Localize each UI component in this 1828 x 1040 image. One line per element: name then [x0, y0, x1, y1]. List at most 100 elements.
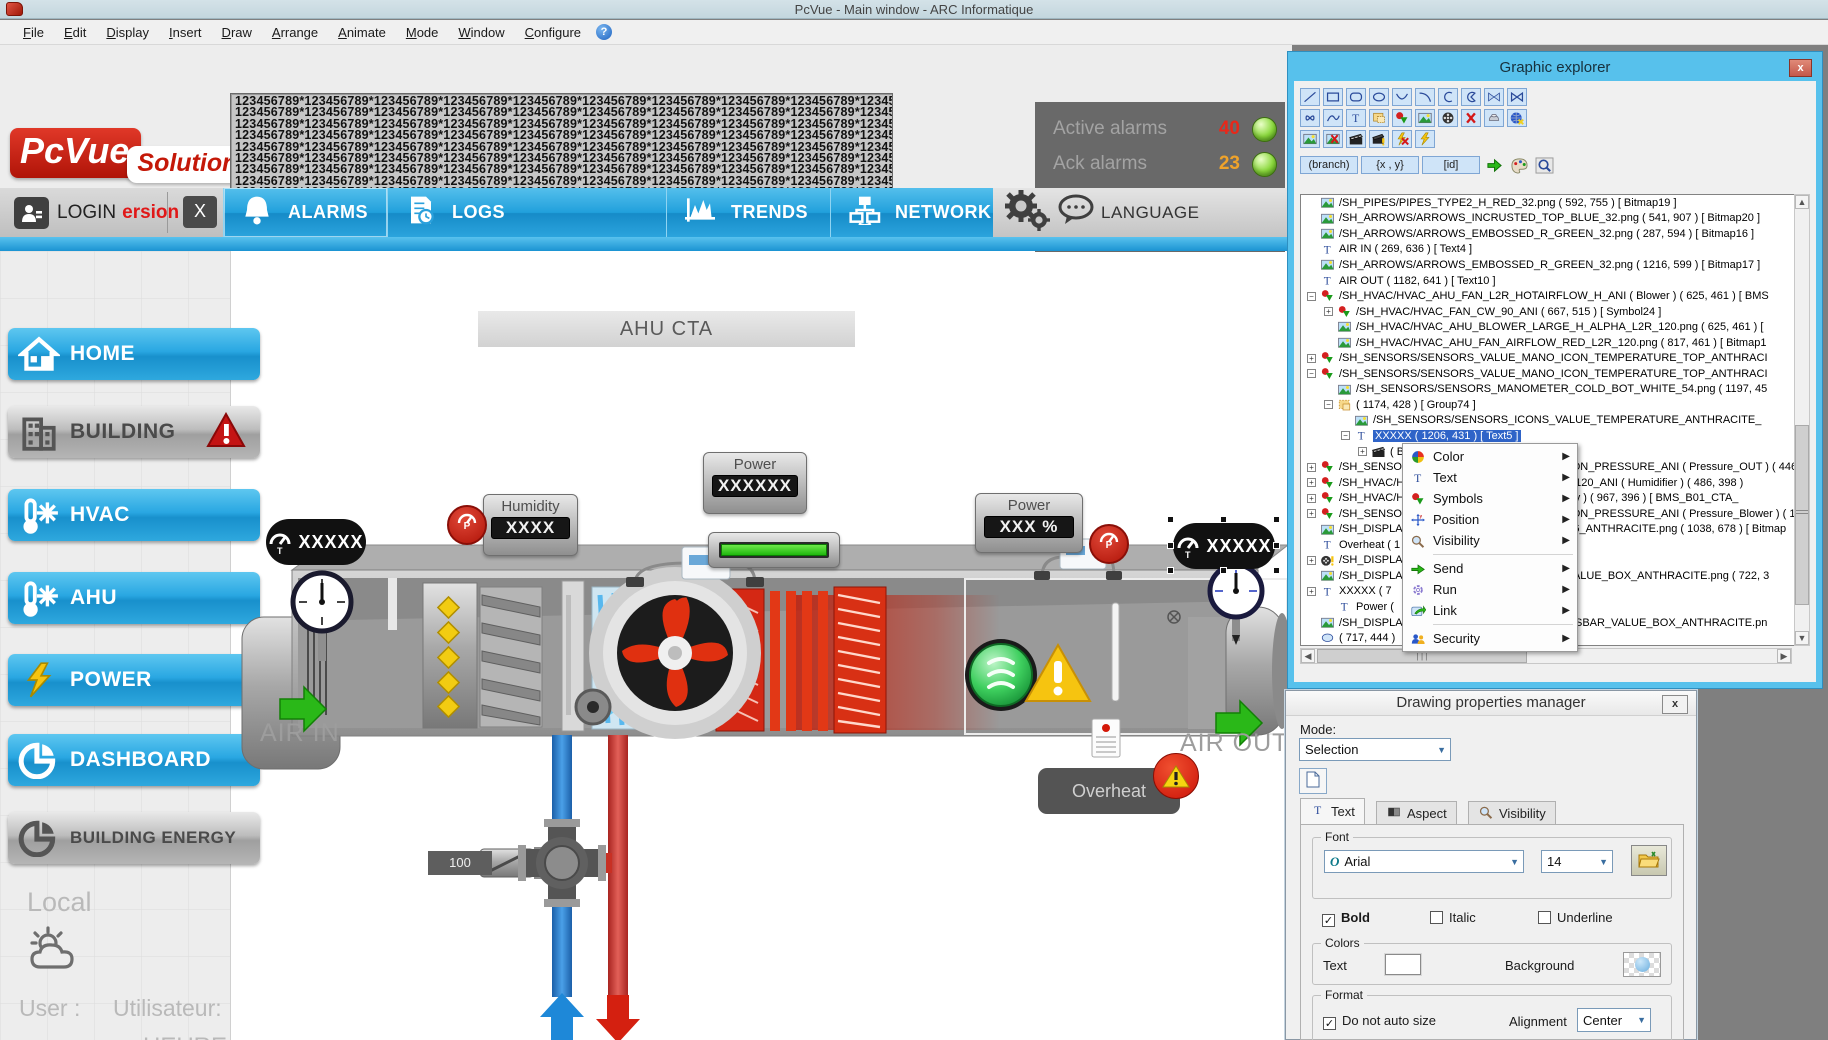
- expand-icon[interactable]: +: [1307, 509, 1316, 518]
- tool-textT-button[interactable]: T: [1346, 109, 1366, 127]
- tool-arcs-button[interactable]: [1415, 88, 1435, 106]
- bold-checkbox[interactable]: ✓Bold: [1322, 909, 1370, 927]
- selection-handle[interactable]: [1220, 567, 1227, 574]
- collapse-icon[interactable]: −: [1341, 431, 1350, 440]
- tree-row[interactable]: /SH_ARROWS/ARROWS_EMBOSSED_R_GREEN_32.pn…: [1301, 226, 1801, 242]
- tree-row[interactable]: −TXXXXX ( 1206, 431 ) [ Text5 ]: [1301, 428, 1801, 444]
- properties-titlebar[interactable]: Drawing properties manager: [1286, 691, 1696, 716]
- background-color-swatch[interactable]: [1623, 952, 1661, 977]
- menu-arrange[interactable]: Arrange: [263, 22, 327, 43]
- context-menu-symbols[interactable]: Symbols▶: [1403, 488, 1577, 509]
- expand-icon[interactable]: +: [1307, 494, 1316, 503]
- tool-roundrect-button[interactable]: [1346, 88, 1366, 106]
- menu-configure[interactable]: Configure: [516, 22, 590, 43]
- tree-row[interactable]: /SH_SENSORS/SENSORS_MANOMETER_COLD_BOT_W…: [1301, 382, 1801, 398]
- menu-mode[interactable]: Mode: [397, 22, 448, 43]
- tree-row[interactable]: /SH_SENSORS/SENSORS_ICONS_VALUE_TEMPERAT…: [1301, 413, 1801, 429]
- sidebar-item-building-energy[interactable]: BUILDING ENERGY: [8, 812, 260, 864]
- tool-clapper-button[interactable]: [1346, 130, 1366, 148]
- temp-sensor-left[interactable]: T XXXXX: [266, 519, 366, 565]
- context-menu-visibility[interactable]: Visibility▶: [1403, 530, 1577, 551]
- tool-opencurve-button[interactable]: [1323, 109, 1343, 127]
- sidebar-item-power[interactable]: POWER: [8, 654, 260, 706]
- context-menu-color[interactable]: Color▶: [1403, 446, 1577, 467]
- expand-icon[interactable]: +: [1307, 463, 1316, 472]
- tool-arcu-button[interactable]: [1392, 88, 1412, 106]
- expand-icon[interactable]: +: [1307, 587, 1316, 596]
- tab-logs[interactable]: LOGS: [387, 188, 666, 237]
- sidebar-item-building[interactable]: BUILDING: [8, 406, 260, 458]
- tree-row[interactable]: TAIR OUT ( 1182, 641 ) [ Text10 ]: [1301, 273, 1801, 289]
- pressure-gauge-icon[interactable]: P: [447, 505, 487, 545]
- tool-bitmapx-button[interactable]: [1323, 130, 1343, 148]
- tree-row[interactable]: −/SH_HVAC/HVAC_AHU_FAN_L2R_HOTAIRFLOW_H_…: [1301, 288, 1801, 304]
- tool-polyline-button[interactable]: [1507, 88, 1527, 106]
- tree-row[interactable]: −( 1174, 428 ) [ Group74 ]: [1301, 397, 1801, 413]
- menu-edit[interactable]: Edit: [55, 22, 95, 43]
- collapse-icon[interactable]: −: [1307, 292, 1316, 301]
- close-icon[interactable]: x: [1662, 695, 1688, 714]
- tree-row[interactable]: /SH_HVAC/HVAC_AHU_FAN_AIRFLOW_RED_L2R_12…: [1301, 335, 1801, 351]
- underline-checkbox[interactable]: Underline: [1538, 909, 1613, 927]
- graphic-explorer-titlebar[interactable]: Graphic explorer: [1294, 58, 1816, 81]
- tree-vertical-scrollbar[interactable]: ▲ ▼: [1794, 194, 1810, 646]
- new-sheet-button[interactable]: [1299, 768, 1327, 794]
- temp-sensor-right-selected[interactable]: T XXXXX: [1173, 523, 1275, 569]
- tab-text[interactable]: TText: [1300, 798, 1365, 824]
- tool-bitmap-button[interactable]: [1415, 109, 1435, 127]
- selection-handle[interactable]: [1167, 542, 1174, 549]
- context-menu-security[interactable]: Security▶: [1403, 628, 1577, 649]
- tool-field-button-2[interactable]: [id]: [1422, 156, 1480, 174]
- tool-field-button-1[interactable]: {x , y}: [1361, 156, 1419, 174]
- expand-icon[interactable]: +: [1307, 478, 1316, 487]
- tool-symbol-button[interactable]: [1392, 109, 1412, 127]
- tree-row[interactable]: /SH_ARROWS/ARROWS_EMBOSSED_R_GREEN_32.pn…: [1301, 257, 1801, 273]
- context-menu-send[interactable]: Send▶: [1403, 558, 1577, 579]
- tool-bolt-button[interactable]: [1415, 130, 1435, 148]
- tool-ellipse-button[interactable]: [1369, 88, 1389, 106]
- close-icon[interactable]: x: [1789, 59, 1812, 77]
- pressure-gauge-icon[interactable]: P: [1089, 524, 1129, 564]
- font-browse-button[interactable]: [1631, 845, 1667, 876]
- selection-handle[interactable]: [1220, 516, 1227, 523]
- menu-draw[interactable]: Draw: [213, 22, 261, 43]
- tool-reel-button[interactable]: [1438, 109, 1458, 127]
- expand-icon[interactable]: +: [1324, 307, 1333, 316]
- selection-handle[interactable]: [1273, 542, 1280, 549]
- login-close-button[interactable]: X: [183, 196, 217, 228]
- tree-row[interactable]: /SH_HVAC/HVAC_AHU_BLOWER_LARGE_H_ALPHA_L…: [1301, 319, 1801, 335]
- language-button[interactable]: LANGUAGE: [993, 188, 1292, 237]
- tab-trends[interactable]: TRENDS: [666, 188, 830, 237]
- tool-line-button[interactable]: [1300, 88, 1320, 106]
- tab-network[interactable]: NETWORK: [830, 188, 993, 237]
- sidebar-item-hvac[interactable]: HVAC: [8, 489, 260, 541]
- context-menu-link[interactable]: Link▶: [1403, 600, 1577, 621]
- expand-icon[interactable]: +: [1307, 354, 1316, 363]
- tree-row[interactable]: −/SH_SENSORS/SENSORS_VALUE_MANO_ICON_TEM…: [1301, 366, 1801, 382]
- tab-aspect[interactable]: Aspect: [1376, 801, 1457, 824]
- tool-web-button[interactable]: [1507, 109, 1527, 127]
- tool-closedcurve-button[interactable]: [1300, 109, 1320, 127]
- sidebar-item-home[interactable]: HOME: [8, 328, 260, 380]
- font-size-select[interactable]: 14▼: [1541, 850, 1613, 873]
- tree-row[interactable]: +/SH_SENSORS/SENSORS_VALUE_MANO_ICON_TEM…: [1301, 350, 1801, 366]
- help-icon[interactable]: ?: [596, 24, 612, 40]
- overheat-alarm-icon[interactable]: [1153, 753, 1199, 799]
- text-color-swatch[interactable]: [1385, 954, 1421, 975]
- collapse-icon[interactable]: −: [1307, 369, 1316, 378]
- context-menu-run[interactable]: Run▶: [1403, 579, 1577, 600]
- selection-handle[interactable]: [1273, 516, 1280, 523]
- autosize-checkbox[interactable]: ✓Do not auto size: [1323, 1012, 1436, 1030]
- sidebar-item-dashboard[interactable]: DASHBOARD: [8, 734, 260, 786]
- tool-polygon-button[interactable]: [1484, 88, 1504, 106]
- tab-visibility[interactable]: Visibility: [1468, 801, 1556, 824]
- tab-alarms[interactable]: ALARMS: [223, 188, 387, 237]
- tool-arcc2-button[interactable]: [1461, 88, 1481, 106]
- context-menu-text[interactable]: TText▶: [1403, 467, 1577, 488]
- expand-icon[interactable]: +: [1358, 447, 1367, 456]
- font-family-select[interactable]: O Arial▼: [1324, 850, 1524, 873]
- collapse-icon[interactable]: −: [1324, 400, 1333, 409]
- alignment-select[interactable]: Center▼: [1577, 1008, 1651, 1032]
- tool-palette-button[interactable]: [1508, 156, 1530, 174]
- tree-row[interactable]: TAIR IN ( 269, 636 ) [ Text4 ]: [1301, 242, 1801, 258]
